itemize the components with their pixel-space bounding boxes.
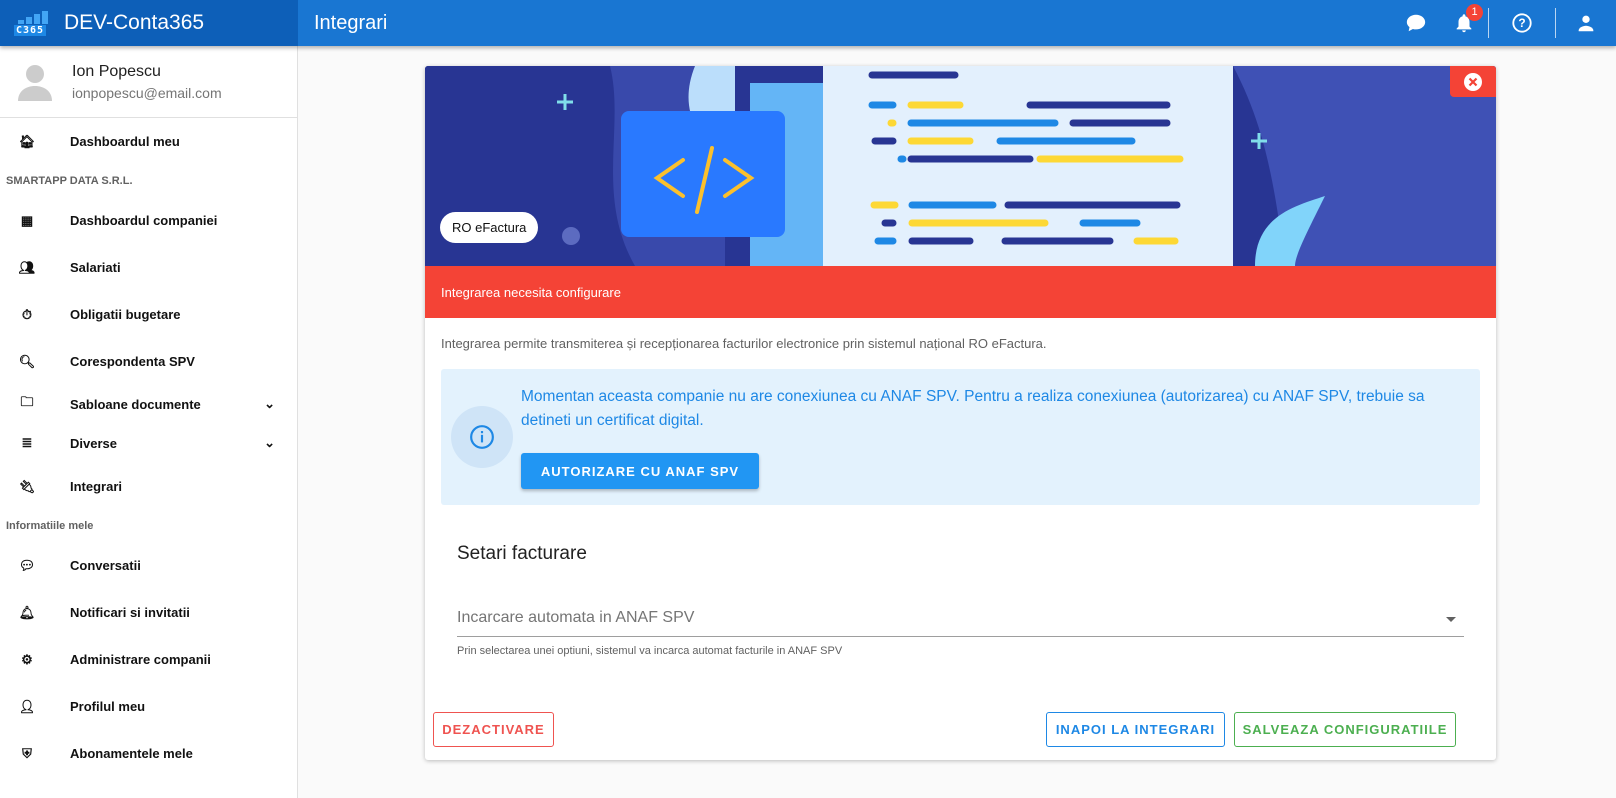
auto-upload-select[interactable]: Incarcare automata in ANAF SPV [457, 603, 1464, 637]
database-icon: ≣ [21, 435, 33, 450]
shield-person-icon: ⛨ [22, 745, 32, 761]
nav-label: Dashboardul companiei [70, 213, 218, 228]
nav-label: Notificari si invitatii [70, 605, 190, 620]
close-circle-icon [1464, 72, 1482, 91]
authorize-anaf-button[interactable]: AUTORIZARE CU ANAF SPV [521, 453, 759, 489]
nav-label: Obligatii bugetare [70, 307, 181, 322]
select-label: Incarcare automata in ANAF SPV [457, 609, 695, 626]
integration-banner: RO eFactura [425, 66, 1496, 266]
back-to-integrations-button[interactable]: INAPOI LA INTEGRARI [1046, 712, 1225, 747]
section-personal: Informatiile mele [6, 520, 94, 532]
nav-spv-correspondence[interactable]: 🔍︎ Corespondenta SPV [0, 338, 297, 385]
nav-label: Integrari [70, 479, 123, 494]
nav-subscriptions[interactable]: ⛨ Abonamentele mele [0, 730, 297, 777]
nav-integrations[interactable]: 🔌︎ Integrari [0, 463, 297, 510]
top-app-bar: C365 DEV-Conta365 Integrari 1 ? [0, 0, 1616, 46]
person-icon [1578, 15, 1594, 32]
nav-company-dashboard[interactable]: ▦ Dashboardul companiei [0, 197, 297, 244]
money-clock-icon: ⏱ [21, 306, 33, 322]
chat-button[interactable] [1392, 0, 1440, 46]
integration-chip: RO eFactura [440, 212, 539, 243]
nav-label: Salariati [70, 260, 121, 275]
notification-badge: 1 [1466, 4, 1483, 21]
plug-icon: 🔌︎ [18, 478, 36, 494]
nav-budget-obligations[interactable]: ⏱ Obligatii bugetare [0, 291, 297, 338]
nav-label: Corespondenta SPV [70, 354, 195, 369]
select-hint: Prin selectarea unei optiuni, sistemul v… [457, 645, 843, 657]
nav-document-templates[interactable]: 🗀 Sabloane documente ⌄ [0, 385, 297, 423]
nav-misc[interactable]: ≣ Diverse ⌄ [0, 423, 297, 463]
help-icon: ? [1512, 13, 1532, 33]
person-icon: 👤︎ [18, 698, 36, 714]
help-button[interactable]: ? [1489, 0, 1555, 46]
deactivate-button[interactable]: DEZACTIVARE [433, 712, 554, 747]
page-title: Integrari [314, 12, 388, 34]
divider [1488, 8, 1489, 38]
chat-icon: 💬︎ [18, 557, 36, 573]
chevron-down-icon: ⌄ [264, 435, 275, 450]
chat-icon [1406, 14, 1426, 32]
folders-icon: 🗀 [20, 394, 34, 409]
nav-label: Sabloane documente [70, 396, 201, 412]
account-button[interactable] [1556, 0, 1616, 46]
gear-icon: ⚙ [21, 651, 33, 667]
nav-notifications[interactable]: 🔔︎ Notificari si invitatii [0, 589, 297, 636]
document-search-icon: 🔍︎ [18, 353, 36, 369]
sidebar: Ion Popescu ionpopescu@email.com 🏠︎ Dashbo… [0, 46, 298, 798]
home-icon: 🏠︎ [18, 133, 36, 149]
integration-card: RO eFactura Integrarea necesita configur… [425, 66, 1496, 760]
app-name: DEV-Conta365 [64, 11, 205, 34]
divider [1555, 8, 1556, 38]
close-button[interactable] [1450, 66, 1496, 97]
user-email: ionpopescu@email.com [72, 84, 222, 101]
dropdown-arrow-icon [1446, 617, 1456, 622]
integration-description: Integrarea permite transmiterea și recep… [441, 336, 1047, 351]
nav-conversations[interactable]: 💬︎ Conversatii [0, 542, 297, 589]
nav-label: Diverse [70, 435, 117, 451]
settings-title: Setari facturare [457, 543, 587, 564]
info-icon [451, 406, 513, 468]
app-logo: C365 [14, 10, 50, 36]
user-profile: Ion Popescu ionpopescu@email.com [0, 46, 297, 118]
brand[interactable]: C365 DEV-Conta365 [0, 0, 298, 46]
user-name: Ion Popescu [72, 62, 161, 80]
info-box: Momentan aceasta companie nu are conexiu… [441, 369, 1480, 505]
nav-company-admin[interactable]: ⚙ Administrare companii [0, 636, 297, 683]
svg-text:?: ? [1518, 16, 1525, 30]
nav-profile[interactable]: 👤︎ Profilul meu [0, 683, 297, 730]
nav-label: Conversatii [70, 558, 141, 573]
notifications-button[interactable]: 1 [1440, 0, 1488, 46]
nav-label: Dashboardul meu [70, 134, 180, 149]
configuration-alert: Integrarea necesita configurare [425, 266, 1496, 318]
nav-employees[interactable]: 👥︎ Salariati [0, 244, 297, 291]
save-configuration-button[interactable]: SALVEAZA CONFIGURATIILE [1234, 712, 1456, 747]
nav-label: Profilul meu [70, 699, 146, 714]
bell-icon: 🔔︎ [18, 604, 36, 620]
group-icon: 👥︎ [18, 259, 36, 275]
nav-dashboard[interactable]: 🏠︎ Dashboardul meu [0, 118, 297, 165]
nav-label: Administrare companii [70, 652, 211, 667]
bell-icon [1456, 14, 1472, 33]
logo-text: C365 [14, 25, 47, 36]
chevron-down-icon: ⌄ [264, 396, 275, 411]
info-message: Momentan aceasta companie nu are conexiu… [521, 388, 1425, 429]
code-illustration [425, 66, 1496, 266]
building-icon: ▦ [20, 212, 34, 228]
nav-label: Abonamentele mele [70, 746, 193, 761]
avatar [18, 64, 52, 101]
section-company: SMARTAPP DATA S.R.L. [6, 175, 133, 187]
